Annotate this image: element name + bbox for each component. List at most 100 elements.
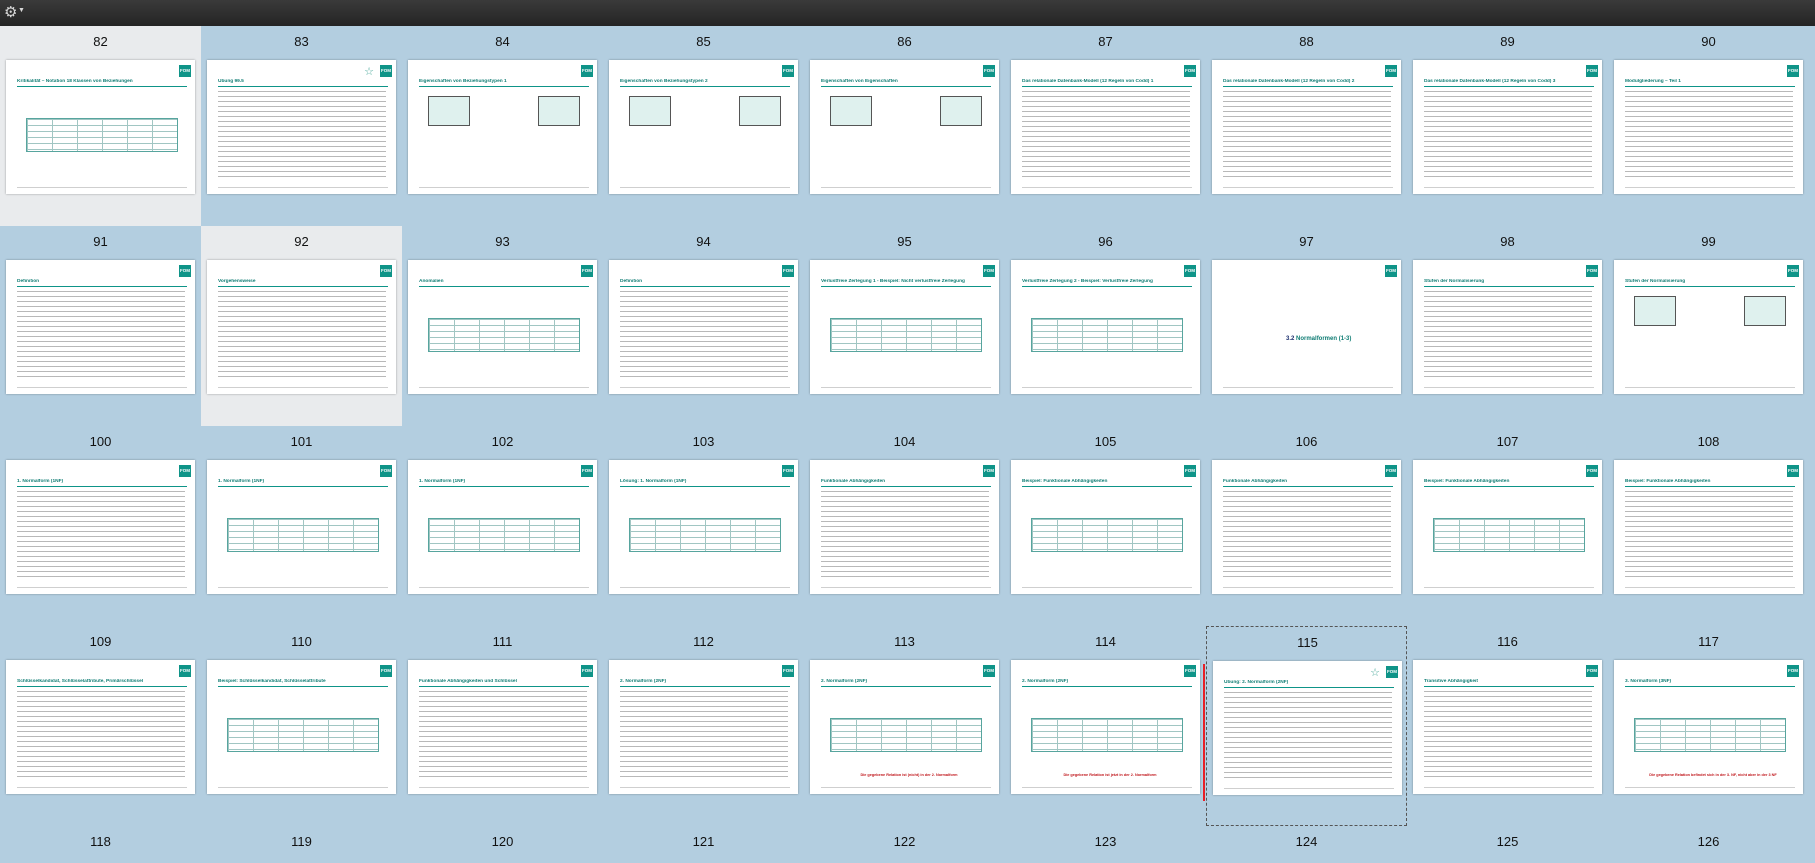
slide-number: 122 (893, 834, 916, 849)
fom-logo: FOM (983, 465, 995, 477)
slide-title: Stufen der Normalisierung (1625, 279, 1686, 284)
slide-cell-121[interactable]: 121 (603, 826, 804, 863)
slide-number: 110 (291, 634, 312, 649)
slide-title: Beispiel: Funktionale Abhängigkeiten (1625, 479, 1711, 484)
slide-number: 95 (897, 234, 912, 249)
slide-footer (620, 587, 790, 588)
slide-footer (1625, 387, 1795, 388)
slide-title: Das relationale Datenbank-Modell (12 Reg… (1022, 79, 1154, 84)
table-graphic (227, 718, 379, 752)
slide-cell-120[interactable]: 120 (402, 826, 603, 863)
slide-cell-119[interactable]: 119 (201, 826, 402, 863)
slide-cell-118[interactable]: 118 (0, 826, 201, 863)
fom-logo: FOM (1586, 465, 1598, 477)
slide-number: 93 (495, 234, 510, 249)
fom-logo: FOM (782, 465, 794, 477)
slide-footer (218, 387, 388, 388)
slide-cell-123[interactable]: 123 (1005, 826, 1206, 863)
menu-button[interactable]: ⚙ ▼ (4, 4, 26, 22)
title-rule (620, 286, 790, 287)
title-rule (419, 86, 589, 87)
slide-cell-122[interactable]: 122 (804, 826, 1005, 863)
red-note: Die gegebene Relation ist (nicht) in der… (860, 773, 958, 777)
slide-cell-124[interactable]: 124 (1206, 826, 1407, 863)
body-text (620, 291, 788, 377)
slide-cell-125[interactable]: 125 (1407, 826, 1608, 863)
slide-cell-126[interactable]: 126 (1608, 826, 1809, 863)
